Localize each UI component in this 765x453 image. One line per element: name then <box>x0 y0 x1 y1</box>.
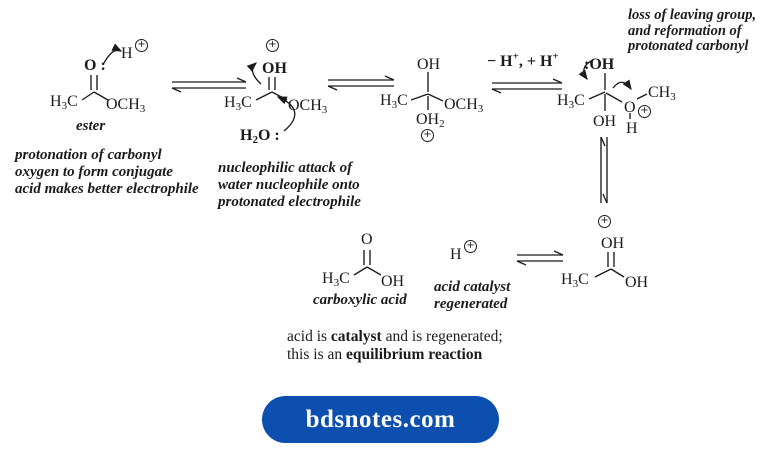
curved-arrow-bond-cleavage <box>612 79 632 91</box>
plus-charge-icon: + <box>638 105 651 118</box>
caption-acid-catalyst: acid catalyst regenerated <box>434 279 511 312</box>
catalyst-proton: H <box>450 246 462 263</box>
protonated-ester-bonds <box>255 77 288 101</box>
summary-note: acid is catalyst and is regenerated; thi… <box>287 328 503 363</box>
ester-methyl-group: H3C <box>50 93 78 112</box>
plus-charge-icon: + <box>598 215 611 228</box>
leaving-group-intermediate-bonds <box>588 73 648 119</box>
lg-oxygen-proton: H <box>626 120 638 137</box>
protonated-acid-bonds <box>594 252 625 278</box>
plus-charge-icon: + <box>421 129 434 142</box>
caption-nucleophilic-attack: nucleophilic attack of water nucleophile… <box>218 160 361 210</box>
plus-charge-icon: + <box>464 240 477 253</box>
proton-label: H <box>121 45 133 62</box>
bdsnotes-badge-label: bdsnotes.com <box>305 405 456 433</box>
tetrahedral-oh-top: OH <box>417 56 441 73</box>
curved-arrow-pi-to-oxygen <box>246 62 262 85</box>
protonated-acid-methyl: H3C <box>561 271 589 290</box>
ester-bonds <box>81 75 109 101</box>
lg-hydroxyl-lone-pair: :OH <box>584 56 615 73</box>
equilibrium-arrow-1 <box>171 77 247 93</box>
equilibrium-arrow-4 <box>516 250 564 266</box>
curved-arrow-protonation <box>103 43 123 64</box>
lg-ether-oxygen: O <box>624 99 636 116</box>
carboxylic-acid-name-label: carboxylic acid <box>313 292 407 308</box>
tetrahedral-intermediate-bonds <box>410 72 444 110</box>
ester-name-label: ester <box>76 118 106 134</box>
water-nucleophile: H2O : <box>240 127 280 146</box>
lg-methyl-of-methanol: CH3 <box>648 84 676 103</box>
ester-carbonyl-oxygen: O : <box>84 57 106 74</box>
lg-hydroxyl-bottom: OH <box>593 113 617 130</box>
tetrahedral-methyl: H3C <box>380 92 408 111</box>
plus-charge-icon: + <box>135 39 148 52</box>
caption-loss-of-leaving-group: loss of leaving group, and reformation o… <box>628 7 757 54</box>
curved-arrow-water-attack <box>276 96 296 132</box>
bdsnotes-badge[interactable]: bdsnotes.com <box>262 396 499 443</box>
lg-methyl: H3C <box>557 92 585 111</box>
protonated-ester-methoxy: OCH3 <box>288 97 328 116</box>
protonated-acid-oh-top: OH <box>601 235 625 252</box>
acid-hydroxyl: OH <box>381 273 405 290</box>
protonated-carbonyl-oh: OH <box>262 60 287 77</box>
ester-methoxy-group: OCH3 <box>106 96 146 115</box>
carboxylic-acid-bonds <box>353 250 382 276</box>
tetrahedral-methoxy: OCH3 <box>444 96 484 115</box>
proton-transfer-label: − H+, + H+ <box>487 50 559 70</box>
equilibrium-arrow-2 <box>327 75 395 91</box>
protonated-acid-oh-right: OH <box>625 274 649 291</box>
curved-arrow-reform-carbonyl <box>578 60 592 81</box>
caption-protonation: protonation of carbonyl oxygen to form c… <box>15 147 199 197</box>
acid-carbonyl-oxygen: O <box>361 231 373 248</box>
equilibrium-arrow-vertical <box>600 136 608 204</box>
plus-charge-icon: + <box>266 39 279 52</box>
equilibrium-arrow-3 <box>491 78 563 94</box>
tetrahedral-oxocarbenium-water: OH2 <box>416 111 445 130</box>
protonated-ester-methyl: H3C <box>224 94 252 113</box>
acid-methyl: H3C <box>322 270 350 289</box>
